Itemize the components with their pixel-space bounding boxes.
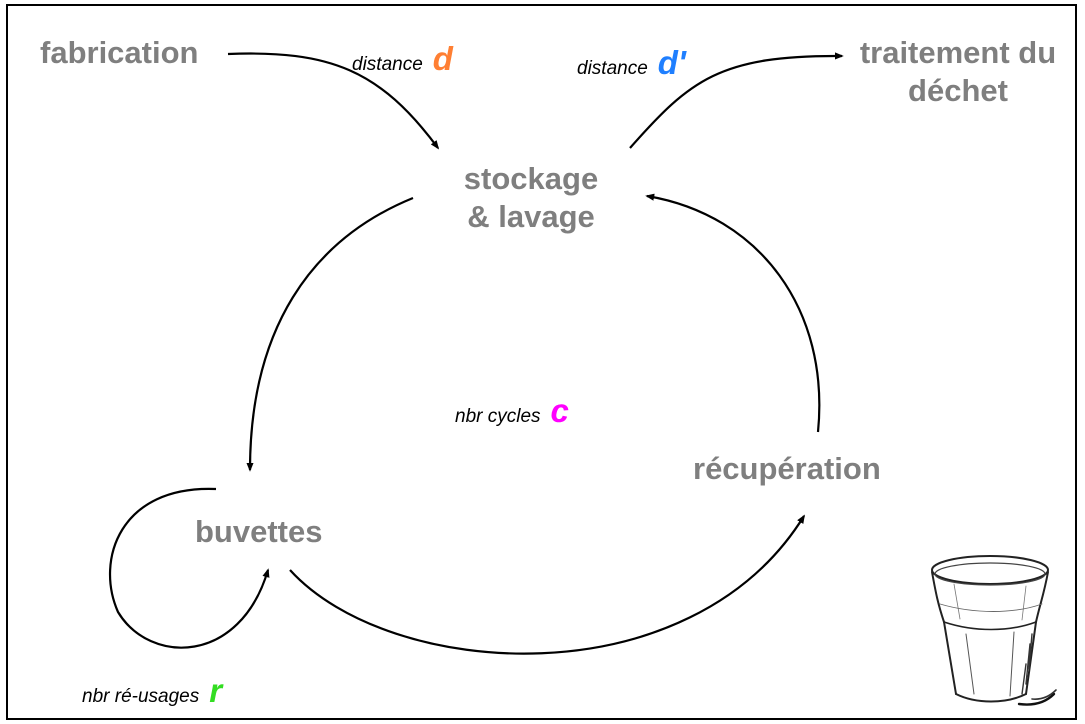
glass-sketch-illustration	[931, 555, 1057, 706]
arrow-stockage-to-buvettes	[246, 196, 414, 472]
diagram-frame	[6, 4, 1077, 720]
arrow-buvettes-self-loop	[109, 487, 270, 649]
param-distance-d-prime-symbol: d'	[657, 44, 686, 81]
arrow-buvettes-to-recuperation	[289, 514, 805, 655]
node-recuperation: récupération	[693, 451, 881, 486]
node-fabrication: fabrication	[40, 35, 199, 70]
param-reuses-label: nbr ré-usages	[82, 686, 200, 707]
node-traitement-du-dechet: traitement du déchet	[848, 34, 1068, 110]
param-distance-d-prime-label: distance	[577, 58, 648, 79]
arrow-stockage-to-traitement	[629, 52, 844, 149]
arrow-fabrication-to-stockage	[227, 52, 440, 150]
param-cycles: nbr cycles c	[455, 392, 569, 430]
node-traitement-line2: déchet	[908, 73, 1008, 108]
param-cycles-label: nbr cycles	[455, 406, 541, 427]
node-traitement-line1: traitement du	[859, 35, 1057, 70]
node-buvettes: buvettes	[195, 514, 323, 549]
node-stockage-line1: stockage	[463, 161, 599, 196]
param-distance-d-label: distance	[352, 54, 423, 75]
node-stockage-lavage: stockage & lavage	[436, 160, 626, 236]
param-cycles-symbol: c	[550, 392, 569, 429]
param-distance-d-symbol: d	[432, 40, 453, 77]
param-distance-d-prime: distance d'	[577, 44, 686, 82]
param-reuses-symbol: r	[209, 672, 223, 709]
param-distance-d: distance d	[352, 40, 453, 78]
param-reuses: nbr ré-usages r	[82, 672, 222, 710]
arrow-recuperation-to-stockage	[645, 193, 821, 433]
node-stockage-line2: & lavage	[467, 199, 595, 234]
